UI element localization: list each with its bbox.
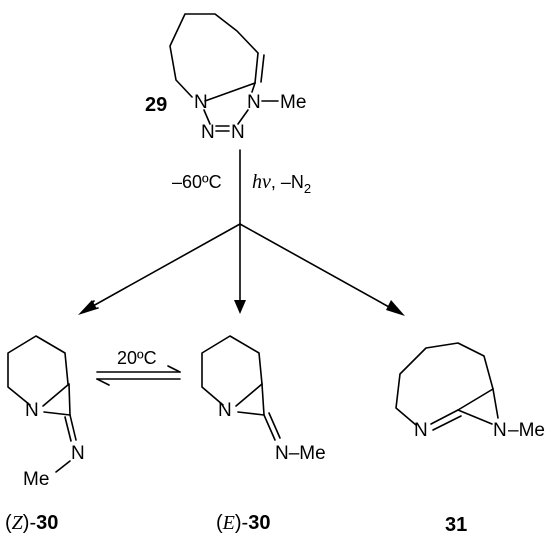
label-31: 31 [445,514,467,536]
piperidine-ring-z [7,335,69,406]
azepine-ring-bonds [169,13,259,98]
methyl-31: –Me [508,420,545,441]
methyl-z: Me [23,469,49,490]
branch-arrows [78,223,405,316]
aziridine-bond-3-z [43,411,71,416]
atom-n4: N [247,92,261,113]
aziridine-bond-2-z [68,383,71,416]
atom-n1: N [194,92,208,113]
atom-n-aziridine-31: N [493,420,507,441]
compound-29: N N N N Me 29 [145,13,306,143]
imine-double-1-e [263,414,276,441]
triazole-bond-n3-n4 [237,109,249,125]
aziridine-bond-3-e [237,411,265,416]
compound-z-30: N N Me (Z)-30 [5,335,85,534]
equilibrium-reverse-barb [96,378,110,386]
reaction-conditions: –60ºC hν, –N2 [172,149,311,225]
compound-e-30: N N–Me (E)-30 [201,335,326,534]
arrow-left-shaft [83,223,241,312]
atom-n3: N [231,122,245,143]
label-29: 29 [145,94,167,116]
imine-double-2-e [268,412,281,439]
azepine-ring-31 [395,342,494,426]
loss-subscript: 2 [304,181,311,196]
triazole-bond-c-n1 [204,82,256,102]
bridge-bond-31 [492,388,499,419]
equilibrium-forward-barb [167,365,181,373]
label-e-30: (E)-30 [216,512,270,534]
atom-n2: N [201,122,215,143]
atom-n-imine-e: N–Me [275,443,326,464]
arrow-right-tip [386,300,405,316]
aziridine-bond-31 [457,388,494,411]
methyl-29: Me [280,92,306,113]
triazole-bond-n1-n2 [203,109,211,125]
imine-double-1-z [69,414,77,441]
arrow-left-tip [78,300,97,315]
atom-n-ring-31: N [414,420,428,441]
triazole-bond-c-n4 [251,82,256,93]
ring-double-bond-inner [260,54,265,83]
ring-double-bond-outer [254,52,259,84]
arrow-center-tip [234,300,246,314]
imine-double-1-31 [430,409,459,425]
arrow-right-shaft [239,223,399,313]
loss-text: , –N [271,172,304,192]
hv-symbol: hν [252,171,271,193]
imine-double-2-z [64,416,72,442]
label-z-30: (Z)-30 [5,512,58,534]
aziridine-bond-2-e [261,383,265,416]
condition-temperature: –60ºC [172,172,222,192]
imine-double-2-31 [432,415,462,431]
aziridine-bond-1-z [42,383,70,407]
condition-photolysis: hν, –N2 [252,171,311,196]
aziridine-bond-1-e [235,383,263,407]
atom-n-ring-e: N [218,400,232,421]
atom-n-ring-z: N [25,400,39,421]
equilibrium-arrows: 20ºC [96,348,181,386]
piperidine-ring-e [201,335,263,406]
aziridine-bond-2-31 [457,409,493,425]
compound-31: N N –Me 31 [395,342,545,536]
equilibrium-temperature: 20ºC [117,348,157,368]
atom-n-imine-z: N [71,443,85,464]
imine-me-bond-z [55,460,71,473]
